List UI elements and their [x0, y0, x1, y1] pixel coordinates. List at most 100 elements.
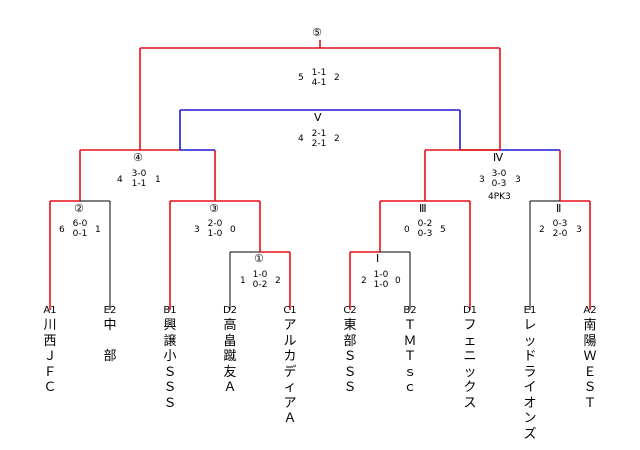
match-r1-half2: 1-0 [373, 280, 389, 290]
match-r2-mark: Ⅱ [556, 202, 562, 215]
team-name-char: ア [283, 318, 297, 333]
match-r1-mark: Ⅰ [376, 252, 380, 265]
match-m2-half2: 0-1 [72, 229, 88, 239]
match-m2-mark: ② [74, 202, 84, 215]
team-name-char: Ｍ [403, 333, 417, 349]
team-name-char: 西 [43, 333, 57, 349]
match-m4-half1: 3-0 [131, 169, 147, 179]
team-name-char: 川 [43, 318, 57, 333]
match-r5-left-score: 4 [298, 134, 304, 144]
team-name-char: Ａ [223, 380, 237, 395]
match-m5-mark: ⑤ [312, 26, 322, 39]
team-name-char: Ｓ [163, 364, 177, 380]
team-name-char: ア [283, 395, 297, 411]
team-name-char: ッ [523, 333, 537, 349]
team-name-char: ィ [283, 380, 297, 395]
team-name-char: 畠 [223, 333, 237, 349]
team-name-char: ド [523, 349, 537, 364]
team-name-char: デ [283, 364, 297, 380]
team-name-char: ズ [523, 426, 537, 442]
team-name-char: Ｔ [403, 349, 417, 364]
match-m3-right-score: 0 [230, 225, 236, 235]
team-seed-c1: C1 [283, 305, 297, 316]
match-r5-mark: Ⅴ [314, 111, 322, 124]
team-name-char: Ｃ [43, 380, 57, 395]
team-name-char: Ｅ [583, 364, 597, 380]
match-r3-left-score: 0 [404, 225, 410, 235]
match-m4-half2: 1-1 [131, 179, 147, 189]
match-r1-left-score: 2 [361, 276, 367, 286]
team-name-char: 南 [583, 318, 597, 333]
match-m4-left-score: 4 [117, 175, 123, 185]
match-r2-half2: 2-0 [552, 229, 568, 239]
team-name-char: ル [283, 333, 297, 349]
match-m5-half2: 4-1 [311, 78, 327, 88]
team-name-char: オ [523, 395, 537, 411]
match-m2-half1: 6-0 [72, 219, 88, 229]
match-m2-left-score: 6 [59, 225, 65, 235]
match-m4-right-score: 1 [155, 175, 161, 185]
match-r4-mark: Ⅳ [493, 151, 504, 164]
team-name-char: Ｊ [43, 349, 57, 364]
match-m5-half1: 1-1 [311, 68, 327, 78]
match-m1-left-score: 1 [240, 276, 246, 286]
team-name-char: ク [463, 380, 477, 395]
team-name-char: ｃ [403, 380, 417, 395]
match-r4-pk: 4PK3 [488, 192, 511, 202]
match-r4-left-score: 3 [479, 175, 485, 185]
match-m2-right-score: 1 [95, 225, 101, 235]
team-name-char: Ｓ [343, 349, 357, 364]
team-seed-b1: B1 [163, 305, 177, 316]
match-m3-half1: 2-0 [207, 219, 223, 229]
match-r2-left-score: 2 [539, 225, 545, 235]
match-m5-left-score: 5 [298, 73, 304, 83]
match-m3-mark: ③ [209, 202, 219, 215]
match-r5-half2: 2-1 [311, 139, 327, 149]
team-seed-a1: A1 [43, 305, 57, 316]
team-name-char: ッ [463, 364, 477, 380]
team-name-char: イ [523, 380, 537, 395]
team-name-char: 譲 [163, 333, 177, 349]
team-name-d1: フェニックス [462, 318, 478, 411]
match-m3-left-score: 3 [194, 225, 200, 235]
match-m1-half2: 0-2 [252, 280, 268, 290]
team-name-char: 中 [103, 318, 117, 333]
team-name-char: 友 [223, 364, 237, 380]
match-m3-half2: 1-0 [207, 229, 223, 239]
match-r3-mark: Ⅲ [419, 202, 427, 215]
team-name-char: ス [463, 395, 477, 411]
team-name-char: Ｔ [583, 395, 597, 411]
match-m4-mark: ④ [133, 151, 143, 164]
team-name-char: Ｓ [163, 395, 177, 411]
team-name-char: 小 [163, 349, 177, 364]
team-name-char: ン [523, 411, 537, 426]
match-m1-half1: 1-0 [252, 270, 268, 280]
team-name-char: Ｓ [343, 380, 357, 395]
team-name-char: Ｓ [343, 364, 357, 380]
team-name-char: カ [283, 349, 297, 364]
team-name-char: 東 [343, 318, 357, 333]
team-name-char: Ａ [283, 411, 297, 426]
team-name-char: Ｓ [583, 380, 597, 395]
team-name-char: Ｓ [163, 380, 177, 395]
team-name-char: ｓ [403, 364, 417, 380]
match-r3-half1: 0-2 [417, 219, 433, 229]
team-seed-d2: D2 [222, 305, 238, 316]
team-name-char: 高 [223, 318, 237, 333]
match-r3-right-score: 5 [440, 225, 446, 235]
match-r2-half1: 0-3 [552, 219, 568, 229]
team-seed-c2: C2 [343, 305, 357, 316]
